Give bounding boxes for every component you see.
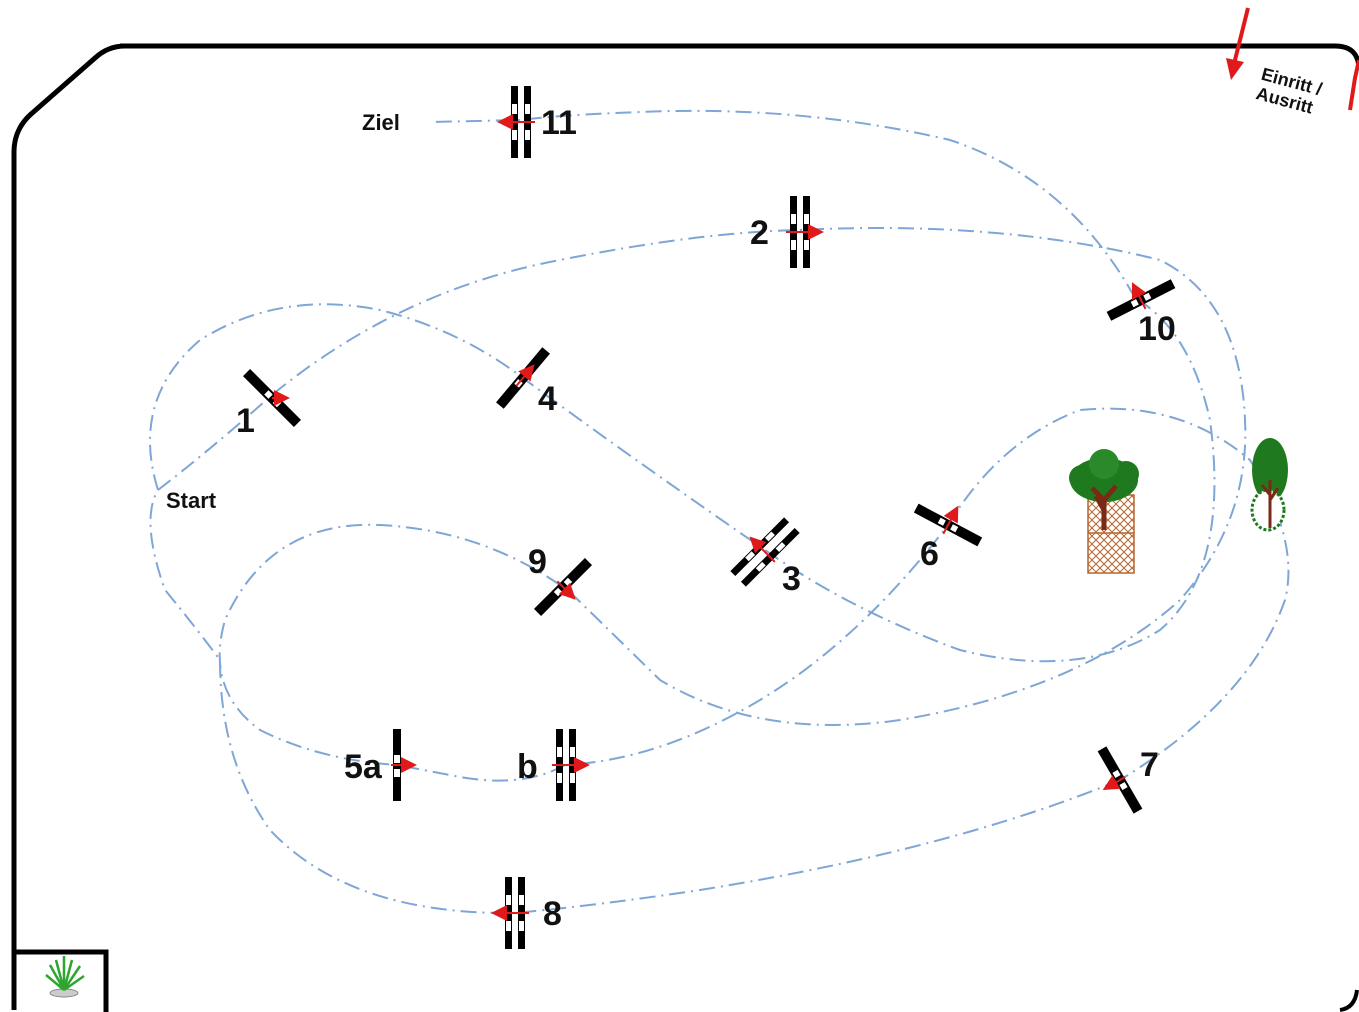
obstacle-4 [496,347,550,409]
arena-border [11,43,1359,1010]
route-10-11 [429,109,1136,299]
obstacle-3 [730,517,800,587]
obstacle-2 [786,196,824,268]
finish-label: Ziel [362,110,400,135]
obstacle-1-label: 1 [236,402,255,440]
obstacle-5b-label: b [517,748,538,786]
obstacle-9-label: 9 [528,543,547,581]
arena-right-edge [1339,989,1359,1012]
obstacle-9 [534,558,592,616]
obstacle-2-label: 2 [750,214,769,252]
obstacle-11 [497,86,535,158]
start-label: Start [166,488,217,513]
obstacle-4-label: 4 [538,380,557,418]
obstacle-10-label: 10 [1138,310,1176,348]
entrance-gate: Einritt / Ausritt [1226,7,1359,118]
obstacle-6 [913,503,983,547]
plant-in-corner [45,956,85,998]
obstacle-7 [1097,746,1143,814]
obstacle-5b [552,729,590,801]
obstacle-8 [491,877,529,949]
obstacle-6-label: 6 [920,535,939,573]
obstacle-8-label: 8 [543,895,562,933]
obstacle-5a-label: 5a [344,748,383,786]
corner-box [14,949,109,1012]
route-loop-4-3 [149,297,1216,663]
obstacle-7-label: 7 [1140,746,1159,784]
obstacle-1 [243,369,301,427]
obstacle-11-label: 11 [541,104,577,142]
obstacle-5a [391,729,417,801]
route-7-8 [149,489,1121,915]
obstacle-3-label: 3 [782,560,801,598]
tree-with-lattice [1069,449,1139,574]
obstacle-10 [1106,279,1176,321]
small-tree [1250,438,1288,532]
